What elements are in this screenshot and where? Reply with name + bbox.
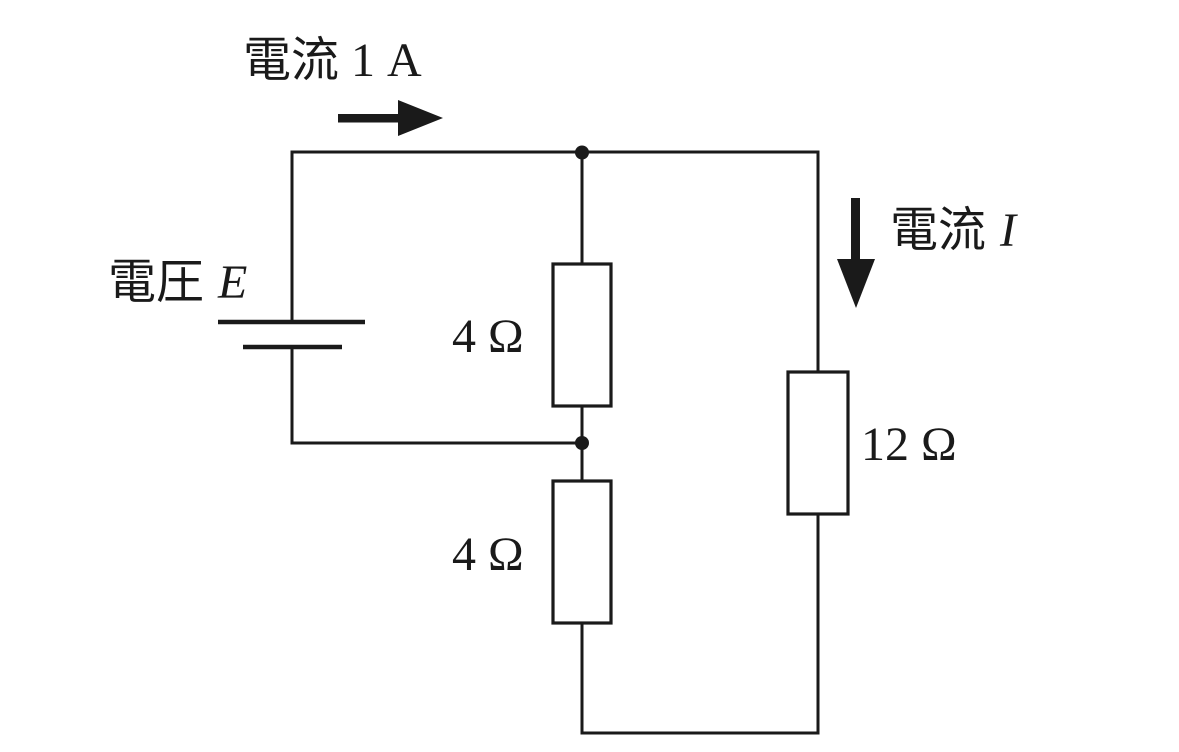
- label-branch-current-symbol: I: [999, 204, 1018, 257]
- wire-battery-to-middle-node: [290, 347, 584, 445]
- label-branch-current-prefix: 電流: [890, 204, 986, 257]
- resistor-4ohm-lower: [551, 479, 613, 625]
- label-voltage-prefix: 電圧: [108, 256, 204, 309]
- label-resistor-4ohm-upper: 4 Ω: [452, 310, 524, 363]
- battery-symbol: [218, 319, 365, 350]
- junction-dot-top: [575, 145, 589, 160]
- label-resistor-12ohm: 12 Ω: [861, 418, 957, 471]
- arrow-down-shaft: [851, 198, 860, 259]
- arrow-right-head: [398, 100, 443, 136]
- label-resistor-4ohm-lower: 4 Ω: [452, 528, 524, 581]
- label-source-current: 電流 1 A: [243, 34, 422, 87]
- arrow-right-shaft: [338, 114, 400, 123]
- current-arrow-down-icon: [837, 198, 875, 308]
- arrow-down-head: [837, 259, 875, 308]
- resistor-4ohm-upper: [551, 262, 613, 408]
- wire-bottom: [580, 621, 820, 735]
- resistor-12ohm: [786, 370, 850, 516]
- current-arrow-right-icon: [338, 100, 443, 136]
- junction-dot-middle: [575, 436, 589, 450]
- label-voltage-symbol: E: [217, 256, 247, 309]
